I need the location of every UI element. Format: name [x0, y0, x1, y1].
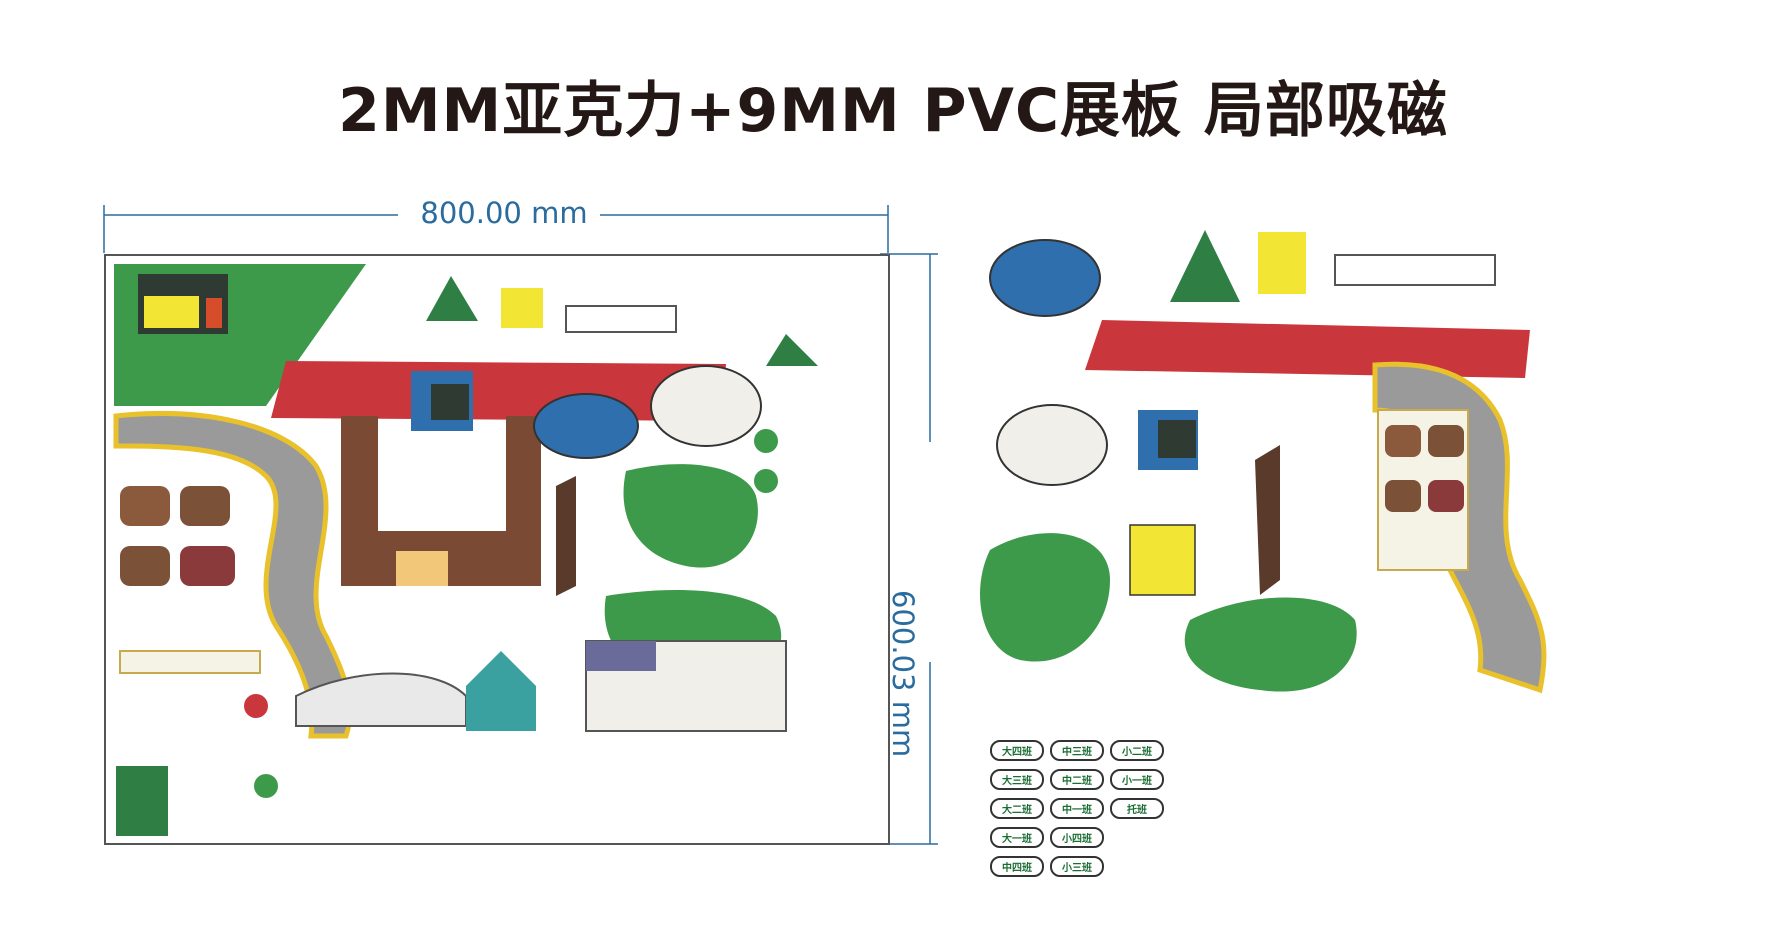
- class-tag: 大四班: [990, 740, 1044, 761]
- grey-road: [113, 411, 353, 739]
- vegetable-plot: [180, 486, 230, 526]
- height-label: 600.03 mm: [886, 590, 920, 758]
- ladder-slide: [556, 476, 576, 596]
- class-tag: 小四班: [1050, 827, 1104, 848]
- picnic-piece: [996, 404, 1108, 486]
- board-artwork: [113, 264, 818, 836]
- tree: [754, 469, 778, 493]
- climbing-frame: [565, 305, 677, 333]
- picnic-area: [650, 365, 762, 447]
- strawberry-plot: [180, 546, 235, 586]
- yellow-hut-piece: [1258, 232, 1306, 294]
- ladder-piece: [1255, 445, 1280, 595]
- climbing-frame-piece: [1334, 254, 1496, 286]
- class-tag: 小一班: [1110, 769, 1164, 790]
- tree: [254, 774, 278, 798]
- loose-magnetic-pieces: [980, 230, 1547, 694]
- green-garden: [623, 464, 758, 568]
- green-tent: [426, 276, 478, 321]
- tree: [244, 694, 268, 718]
- class-tag: 大二班: [990, 798, 1044, 819]
- class-tag: 小三班: [1050, 856, 1104, 877]
- class-tag: 中四班: [990, 856, 1044, 877]
- class-tag: 大三班: [990, 769, 1044, 790]
- class-tag: 中三班: [1050, 740, 1104, 761]
- arch-fence: [295, 672, 467, 727]
- class-tag: 中一班: [1050, 798, 1104, 819]
- basketball-piece: [1129, 524, 1196, 596]
- width-dimension-line: [103, 205, 889, 253]
- page-title: 2MM亚克力+9MM PVC展板 局部吸磁: [338, 76, 1448, 146]
- class-tag: 托班: [1110, 798, 1164, 819]
- pond-piece: [989, 239, 1101, 317]
- class-tag: 中二班: [1050, 769, 1104, 790]
- vegetable-plot: [120, 546, 170, 586]
- white-fence: [119, 650, 261, 674]
- class-tag: 大一班: [990, 827, 1044, 848]
- class-label-tags: 大四班 中三班 小二班 大三班 中二班 小一班 大二班 中一班 托班 大一班 小…: [990, 740, 1170, 877]
- red-track-piece: [1085, 320, 1530, 378]
- tree: [754, 429, 778, 453]
- yellow-hut: [501, 288, 543, 328]
- assembled-display-board: [104, 254, 890, 845]
- small-tent: [766, 334, 818, 366]
- pond: [533, 393, 639, 459]
- playground-piece: [1184, 597, 1357, 692]
- green-tent-piece: [1170, 230, 1240, 302]
- garden-piece: [980, 533, 1110, 662]
- empty-slot: [1110, 827, 1164, 844]
- width-label: 800.00 mm: [420, 196, 588, 230]
- green-shed: [116, 766, 168, 836]
- brown-u-building: [341, 416, 541, 586]
- soil-plot: [120, 486, 170, 526]
- teal-building: [466, 651, 536, 731]
- class-tag: 小二班: [1110, 740, 1164, 761]
